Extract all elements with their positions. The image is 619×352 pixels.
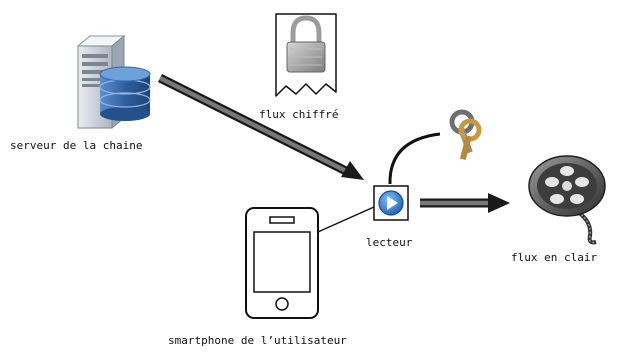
arrow-reader-to-film — [420, 193, 510, 213]
padlock-icon — [286, 15, 326, 73]
arrow-server-to-reader — [157, 73, 364, 180]
play-button-icon[interactable] — [378, 190, 404, 216]
keys-icon — [449, 109, 482, 160]
smartphone-label: smartphone de l’utilisateur — [168, 334, 347, 347]
key-connector-curve — [388, 132, 441, 185]
database-icon — [99, 66, 151, 121]
encrypted-stream-label: flux chiffré — [259, 108, 339, 121]
server-label: serveur de la chaine — [10, 139, 143, 152]
clear-stream-label: flux en clair — [511, 251, 598, 264]
reader-label: lecteur — [366, 236, 413, 249]
film-reel-icon — [528, 155, 606, 245]
smartphone-icon — [245, 207, 319, 319]
